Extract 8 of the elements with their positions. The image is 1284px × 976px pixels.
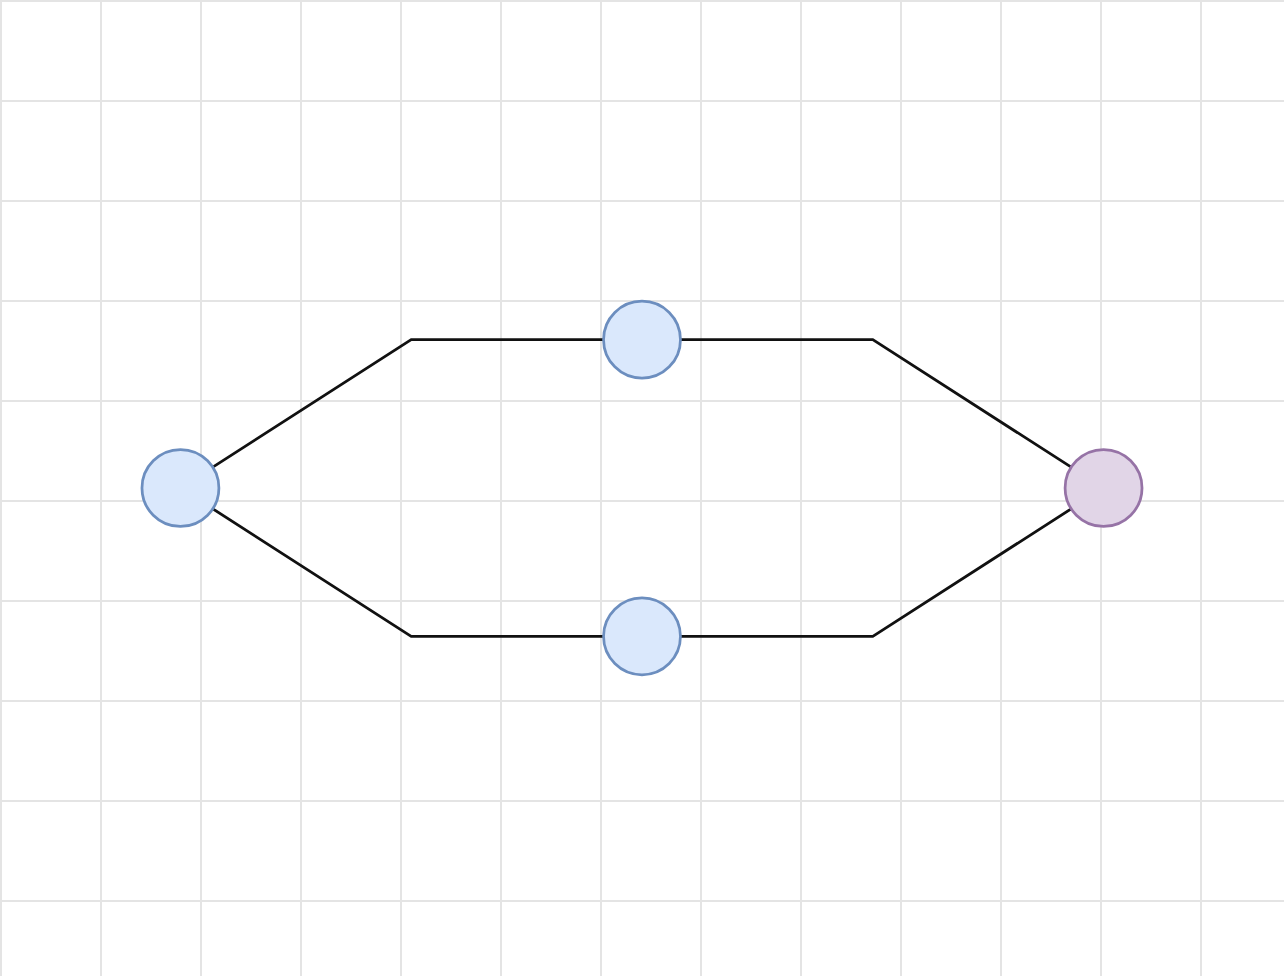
connector-line [212, 338, 604, 469]
circle-node [602, 299, 682, 380]
connector-line [680, 338, 1072, 469]
circle-node [1063, 448, 1144, 528]
circle-node [602, 596, 682, 677]
circle-node [140, 448, 221, 528]
connector-line [212, 507, 604, 638]
connector-line [680, 507, 1072, 638]
